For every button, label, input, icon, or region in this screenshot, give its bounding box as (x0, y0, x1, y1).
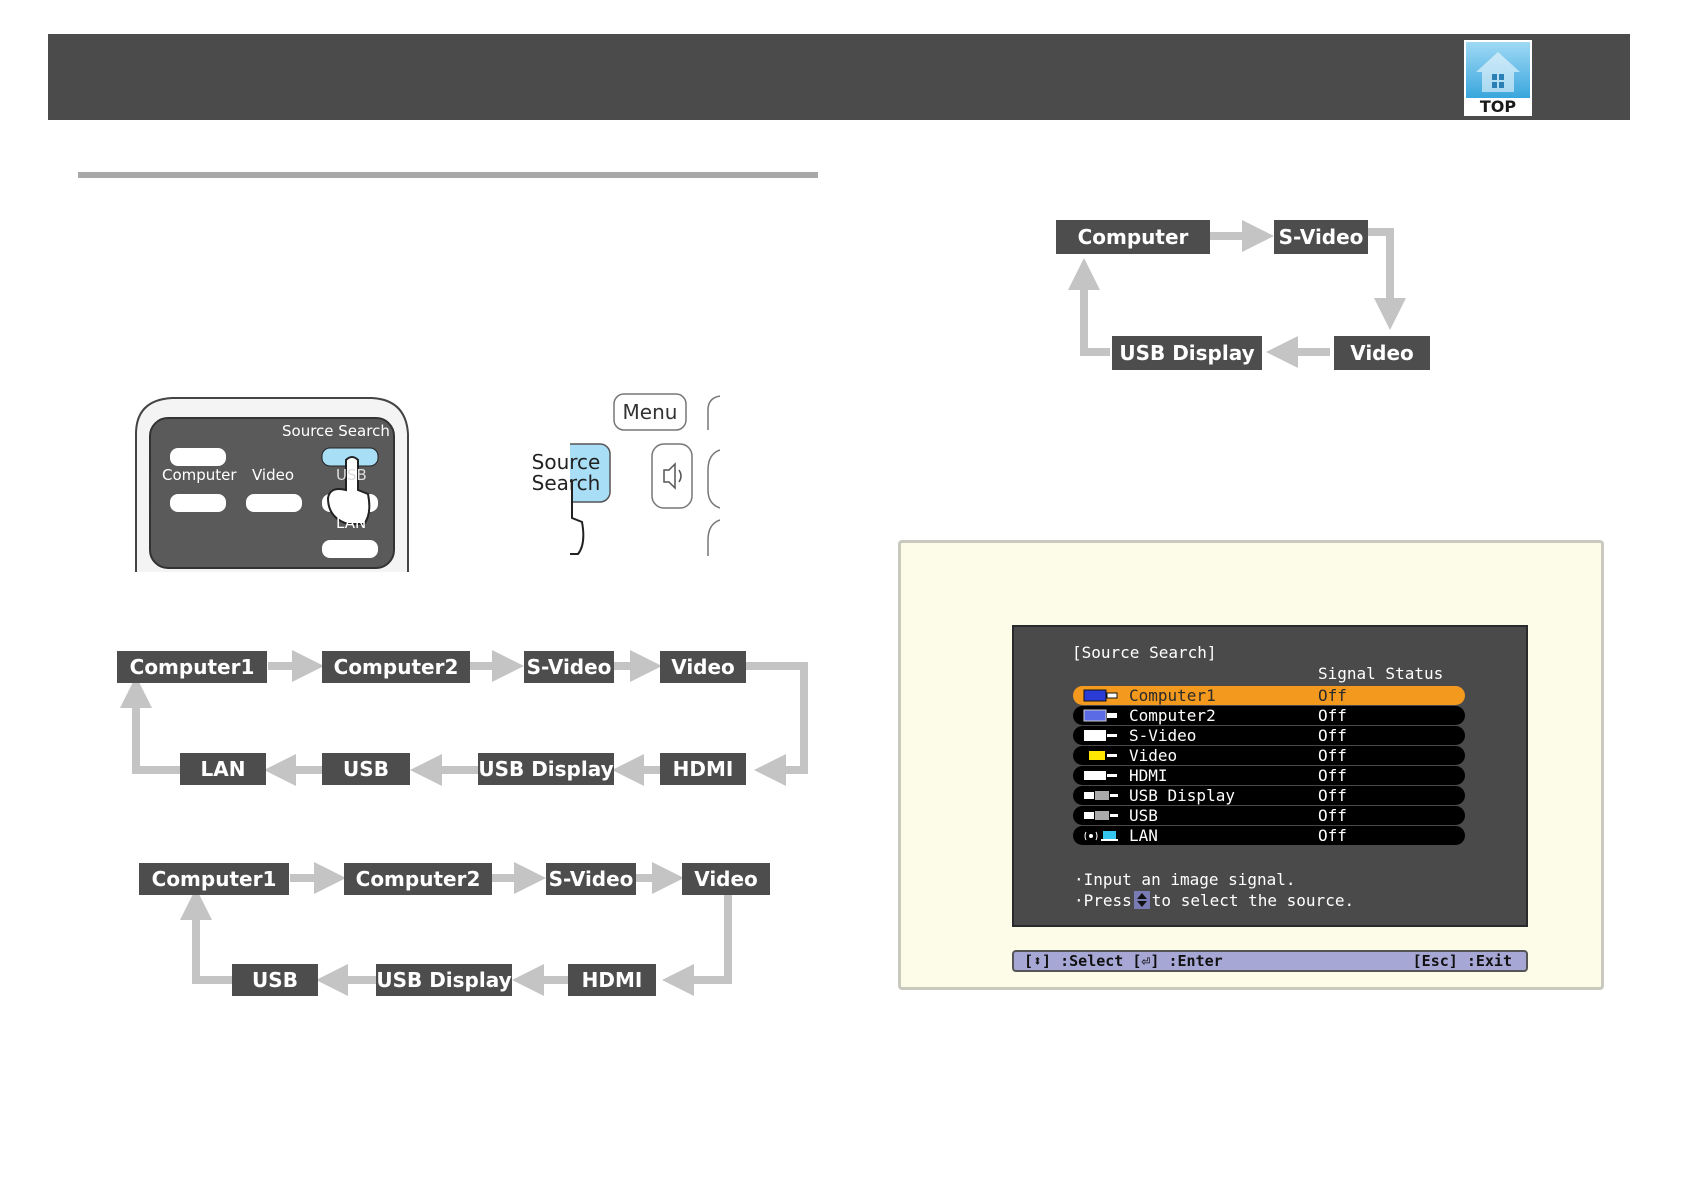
usb-port-icon (1084, 811, 1118, 820)
source-row-hdmi[interactable]: HDMI Off (1073, 766, 1465, 785)
home-icon (1466, 42, 1530, 98)
remote-lan-label: LAN (336, 514, 367, 532)
computer-port-icon (1083, 689, 1118, 702)
source-row-s-video[interactable]: S-Video Off (1073, 726, 1465, 745)
source-status: Off (1318, 806, 1347, 825)
remote-video-label: Video (252, 466, 295, 484)
source-name: USB Display (1129, 786, 1235, 805)
flow-b-usb-display: USB Display (376, 964, 512, 996)
source-row-video[interactable]: Video Off (1073, 746, 1465, 765)
remote-illustration: Source Search Computer Video USB LAN (132, 394, 412, 572)
computer-port-icon (1083, 709, 1117, 722)
source-row-computer2[interactable]: Computer2 Off (1073, 706, 1465, 725)
flow-a-computer2: Computer2 (322, 651, 470, 683)
remote-usb-label: USB (336, 466, 367, 484)
flow-a-usb: USB (322, 753, 410, 785)
menu-footer-bar: [⬍] :Select [⏎] :Enter [Esc] :Exit (1012, 950, 1528, 972)
source-name: HDMI (1129, 766, 1168, 785)
source-status: Off (1318, 826, 1347, 845)
flow-b-video: Video (682, 863, 770, 895)
flow-a-usb-display: USB Display (478, 753, 614, 785)
flow-small-computer: Computer (1056, 220, 1210, 254)
footer-exit: [Esc] :Exit (1412, 952, 1512, 970)
source-status: Off (1318, 746, 1347, 765)
flow-a-computer1: Computer1 (117, 651, 267, 683)
flow-a-s-video: S-Video (524, 651, 614, 683)
usb-display-port-icon (1084, 791, 1118, 800)
flow-small-s-video: S-Video (1274, 220, 1368, 254)
source-name: S-Video (1129, 726, 1197, 745)
flow-b-usb: USB (232, 964, 318, 996)
source-name: Computer1 (1129, 686, 1216, 705)
remote-source-search-label: Source Search (282, 422, 390, 440)
hint-input-signal: ·Input an image signal. (1074, 870, 1296, 889)
wireless-lan-icon (1084, 831, 1118, 841)
flow-b-computer1: Computer1 (139, 863, 289, 895)
source-name: USB (1129, 806, 1158, 825)
s-video-port-icon (1084, 730, 1117, 741)
top-link[interactable]: TOP (1464, 40, 1532, 116)
source-name: Computer2 (1129, 706, 1216, 725)
source-status: Off (1318, 686, 1347, 705)
source-search-line2: Search (531, 471, 601, 495)
source-name: LAN (1129, 826, 1158, 845)
up-down-arrow-icon (1133, 891, 1150, 909)
header-bar (48, 34, 1630, 120)
speaker-icon (663, 462, 682, 490)
flow-small-video: Video (1334, 336, 1430, 370)
flow-a-hdmi: HDMI (660, 753, 746, 785)
source-status: Off (1318, 706, 1347, 725)
hint-press-label: ·Press (1074, 891, 1132, 910)
video-port-icon (1089, 751, 1117, 760)
source-search-button[interactable]: Source Search (522, 444, 610, 502)
flow-b-computer2: Computer2 (344, 863, 492, 895)
footer-select-enter: [⬍] :Select [⏎] :Enter (1024, 952, 1223, 970)
source-name: Video (1129, 746, 1178, 765)
flow-a-video: Video (660, 651, 746, 683)
source-status: Off (1318, 726, 1347, 745)
hint-press-select: ·Press to select the source. (1074, 891, 1354, 910)
flow-a-lan: LAN (180, 753, 266, 785)
flow-small-usb-display: USB Display (1112, 336, 1262, 370)
source-row-lan[interactable]: LAN Off (1073, 826, 1465, 845)
section-divider (78, 172, 818, 178)
source-status: Off (1318, 766, 1347, 785)
flow-b-hdmi: HDMI (568, 964, 656, 996)
menu-title: [Source Search] (1072, 643, 1217, 662)
source-row-usb[interactable]: USB Off (1073, 806, 1465, 825)
remote-computer-label: Computer (162, 466, 237, 484)
menu-button-label: Menu (622, 400, 678, 424)
hint-select-label: to select the source. (1151, 891, 1355, 910)
pointing-hand-icon (326, 456, 371, 525)
source-search-line1: Source (531, 450, 601, 474)
signal-status-header: Signal Status (1318, 664, 1444, 683)
top-label: TOP (1479, 97, 1517, 116)
source-row-computer1[interactable]: Computer1 Off (1073, 686, 1465, 705)
flow-b-s-video: S-Video (546, 863, 636, 895)
hdmi-port-icon (1084, 771, 1117, 780)
source-status: Off (1318, 786, 1347, 805)
source-row-usb-display[interactable]: USB Display Off (1073, 786, 1465, 805)
